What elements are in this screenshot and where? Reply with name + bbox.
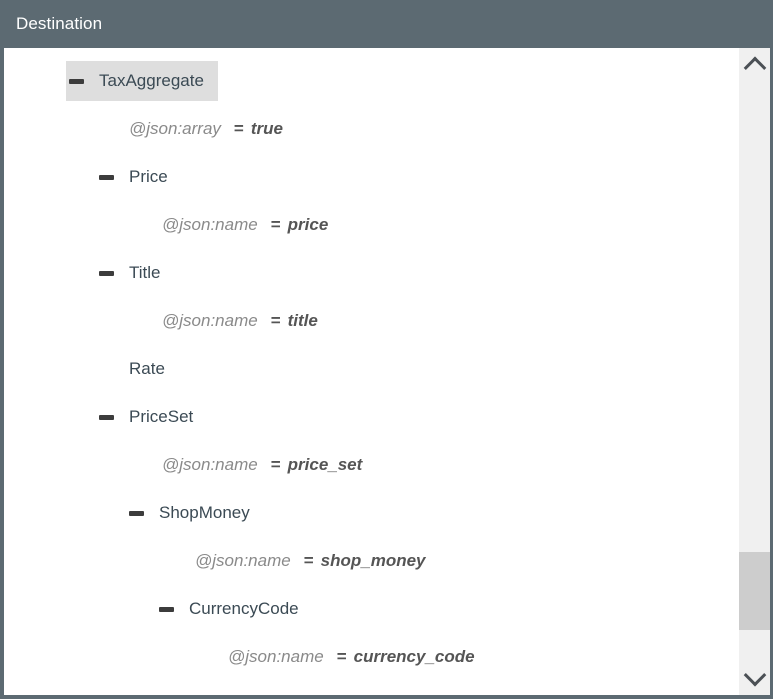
attribute-value: currency_code <box>353 647 475 666</box>
attribute-name: @json:name <box>228 647 324 666</box>
attribute-equals-sign: = <box>270 455 281 474</box>
tree-node-label: CurrencyCode <box>189 599 299 618</box>
attribute-name: @json:name <box>162 455 258 474</box>
tree-attribute[interactable]: @json:name = price_set <box>162 441 362 489</box>
tree-node-label: Price <box>129 167 168 186</box>
attribute-value: true <box>250 119 283 138</box>
attribute-name: @json:name <box>162 311 258 330</box>
attribute-value: shop_money <box>320 551 426 570</box>
tree-node-row: PriceSet <box>4 393 736 441</box>
minus-icon[interactable] <box>96 253 118 293</box>
chevron-down-icon <box>743 663 766 687</box>
tree-attribute-row: @json:name = title <box>4 297 736 345</box>
tree-attribute[interactable]: @json:name = shop_money <box>195 537 426 585</box>
tree-node-label: Title <box>129 263 161 282</box>
tree-node[interactable]: ShopMoney <box>126 493 264 533</box>
minus-icon[interactable] <box>66 61 88 101</box>
minus-icon[interactable] <box>156 589 178 629</box>
vertical-scrollbar[interactable] <box>739 48 770 695</box>
attribute-value: price <box>287 215 329 234</box>
attribute-equals-sign: = <box>270 215 281 234</box>
attribute-equals-sign: = <box>336 647 347 666</box>
tree-node-label: PriceSet <box>129 407 194 426</box>
page-title: Destination <box>16 14 103 33</box>
tree-attribute-row: @json:name = price_set <box>4 441 736 489</box>
scrollbar-track[interactable] <box>739 82 770 661</box>
tree-attribute[interactable]: @json:name = currency_code <box>228 633 475 681</box>
tree-node[interactable]: CurrencyCode <box>156 589 313 629</box>
minus-icon[interactable] <box>96 397 118 437</box>
attribute-value: title <box>287 311 318 330</box>
tree-node[interactable]: PriceSet <box>96 397 207 437</box>
attribute-equals-sign: = <box>270 311 281 330</box>
scroll-up-button[interactable] <box>739 48 770 82</box>
tree-node-row: ShopMoney <box>4 489 736 537</box>
tree-attribute-row: @json:name = price <box>4 201 736 249</box>
tree-node[interactable]: Rate <box>96 349 179 389</box>
scrollbar-thumb[interactable] <box>739 552 770 630</box>
tree-node-row: TaxAggregate <box>4 57 736 105</box>
tree-node-row: Price <box>4 153 736 201</box>
panel-header: Destination <box>0 0 773 48</box>
attribute-equals-sign: = <box>233 119 244 138</box>
tree-attribute[interactable]: @json:array = true <box>129 105 283 153</box>
tree-attribute[interactable]: @json:name = title <box>162 297 318 345</box>
tree-node-label: Rate <box>129 359 165 378</box>
tree-node-row: Title <box>4 249 736 297</box>
tree-node[interactable]: Title <box>96 253 175 293</box>
tree-attribute[interactable]: @json:name = price <box>162 201 328 249</box>
tree-node-row: Rate <box>4 345 736 393</box>
attribute-value: price_set <box>287 455 363 474</box>
tree-attribute-row: @json:name = shop_money <box>4 537 736 585</box>
chevron-up-icon <box>743 56 766 80</box>
tree-node-label: ShopMoney <box>159 503 250 522</box>
attribute-equals-sign: = <box>303 551 314 570</box>
scroll-down-button[interactable] <box>739 661 770 695</box>
tree-node[interactable]: Price <box>96 157 182 197</box>
tree-attribute-row: @json:name = currency_code <box>4 633 736 681</box>
minus-icon[interactable] <box>126 493 148 533</box>
toggle-placeholder <box>96 349 118 389</box>
tree-attribute-row: @json:array = true <box>4 105 736 153</box>
tree-node[interactable]: TaxAggregate <box>66 61 218 101</box>
attribute-name: @json:name <box>195 551 291 570</box>
tree-node-label: TaxAggregate <box>99 71 204 90</box>
attribute-name: @json:array <box>129 119 221 138</box>
tree-node-row: CurrencyCode <box>4 585 736 633</box>
attribute-name: @json:name <box>162 215 258 234</box>
minus-icon[interactable] <box>96 157 118 197</box>
